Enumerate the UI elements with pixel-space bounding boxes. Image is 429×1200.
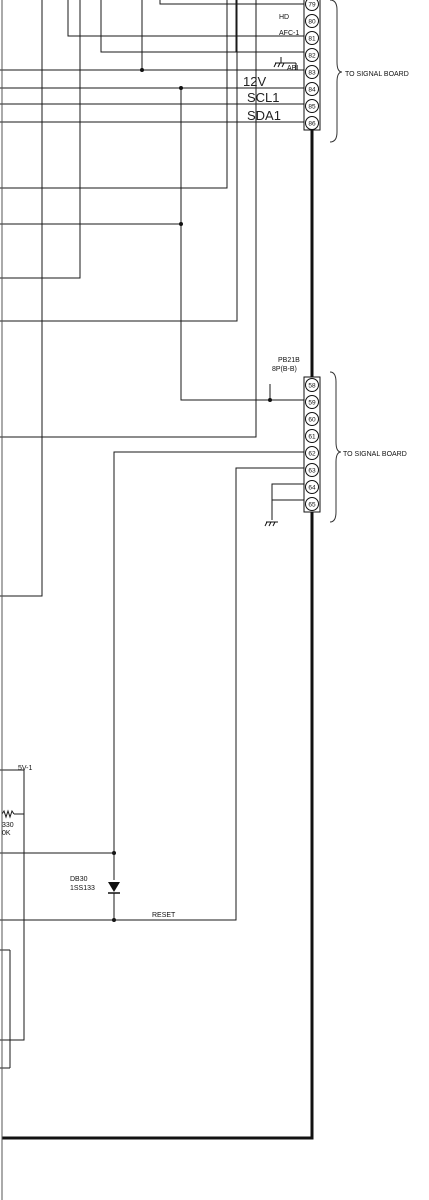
diode-ref-label: DB30 <box>70 876 88 883</box>
bottom-connector-pin-59: 59 <box>305 395 319 409</box>
top-connector-pin-86: 86 <box>305 116 319 130</box>
svg-text:62: 62 <box>308 451 316 458</box>
signal-label-12v: 12V <box>243 74 266 89</box>
top-connector-pin-83: 83 <box>305 65 319 79</box>
bottom-connector-ref: PB21B <box>278 357 300 364</box>
bottom-connector-pin-61: 61 <box>305 429 319 443</box>
top-connector-pin-82: 82 <box>305 48 319 62</box>
ground-symbol-lower <box>264 521 278 527</box>
junction-dots <box>112 68 272 922</box>
bottom-connector-pin-58: 58 <box>305 378 319 392</box>
svg-text:60: 60 <box>308 417 316 424</box>
bottom-connector-pin-64: 64 <box>305 480 319 494</box>
svg-text:58: 58 <box>308 383 316 390</box>
reset-network-wires <box>0 451 304 1069</box>
bottom-connector-pin-60: 60 <box>305 412 319 426</box>
bottom-connector-destination: TO SIGNAL BOARD <box>343 451 407 458</box>
diode-part-label: 1SS133 <box>70 885 95 892</box>
resistor-value-label: 330 <box>2 822 14 829</box>
bottom-connector-pin-62: 62 <box>305 446 319 460</box>
svg-text:86: 86 <box>308 121 316 128</box>
bottom-connector-brace <box>329 371 342 523</box>
signal-label-hd: HD <box>279 14 289 21</box>
bottom-connector-type: 8P(B-B) <box>272 366 297 373</box>
svg-text:80: 80 <box>308 19 316 26</box>
bottom-connector: 58 59 60 61 62 63 64 65 <box>303 376 321 513</box>
top-connector-pin-81: 81 <box>305 31 319 45</box>
top-connector: 79 80 81 82 83 84 85 86 <box>303 0 321 131</box>
svg-text:65: 65 <box>308 502 316 509</box>
svg-text:64: 64 <box>308 485 316 492</box>
resistor-value-label-2: 0K <box>2 830 11 837</box>
main-bus-wire <box>2 130 314 1140</box>
top-connector-pin-79: 79 <box>305 0 319 11</box>
svg-text:82: 82 <box>308 53 316 60</box>
svg-text:84: 84 <box>308 87 316 94</box>
reset-net-label: RESET <box>152 912 176 919</box>
top-connector-pin-85: 85 <box>305 99 319 113</box>
ground-symbol-abl <box>273 57 297 70</box>
signal-label-sda1: SDA1 <box>247 108 281 123</box>
diode-db30 <box>108 882 120 894</box>
resistor-symbol <box>1 809 15 819</box>
top-connector-wires <box>0 0 304 597</box>
svg-text:81: 81 <box>308 36 316 43</box>
signal-label-abl: ABL <box>287 65 300 72</box>
svg-text:83: 83 <box>308 70 316 77</box>
supply-net-label: 5V-1 <box>18 765 33 772</box>
svg-text:59: 59 <box>308 400 316 407</box>
bottom-connector-pin-63: 63 <box>305 463 319 477</box>
top-connector-brace <box>329 0 343 143</box>
svg-text:61: 61 <box>308 434 316 441</box>
svg-text:85: 85 <box>308 104 316 111</box>
signal-label-afc: AFC-1 <box>279 30 299 37</box>
signal-label-scl1: SCL1 <box>247 90 280 105</box>
top-connector-pin-84: 84 <box>305 82 319 96</box>
svg-text:79: 79 <box>308 2 316 9</box>
svg-text:63: 63 <box>308 468 316 475</box>
top-connector-pin-80: 80 <box>305 14 319 28</box>
bottom-connector-pin-65: 65 <box>305 497 319 511</box>
top-connector-destination: TO SIGNAL BOARD <box>345 71 409 78</box>
